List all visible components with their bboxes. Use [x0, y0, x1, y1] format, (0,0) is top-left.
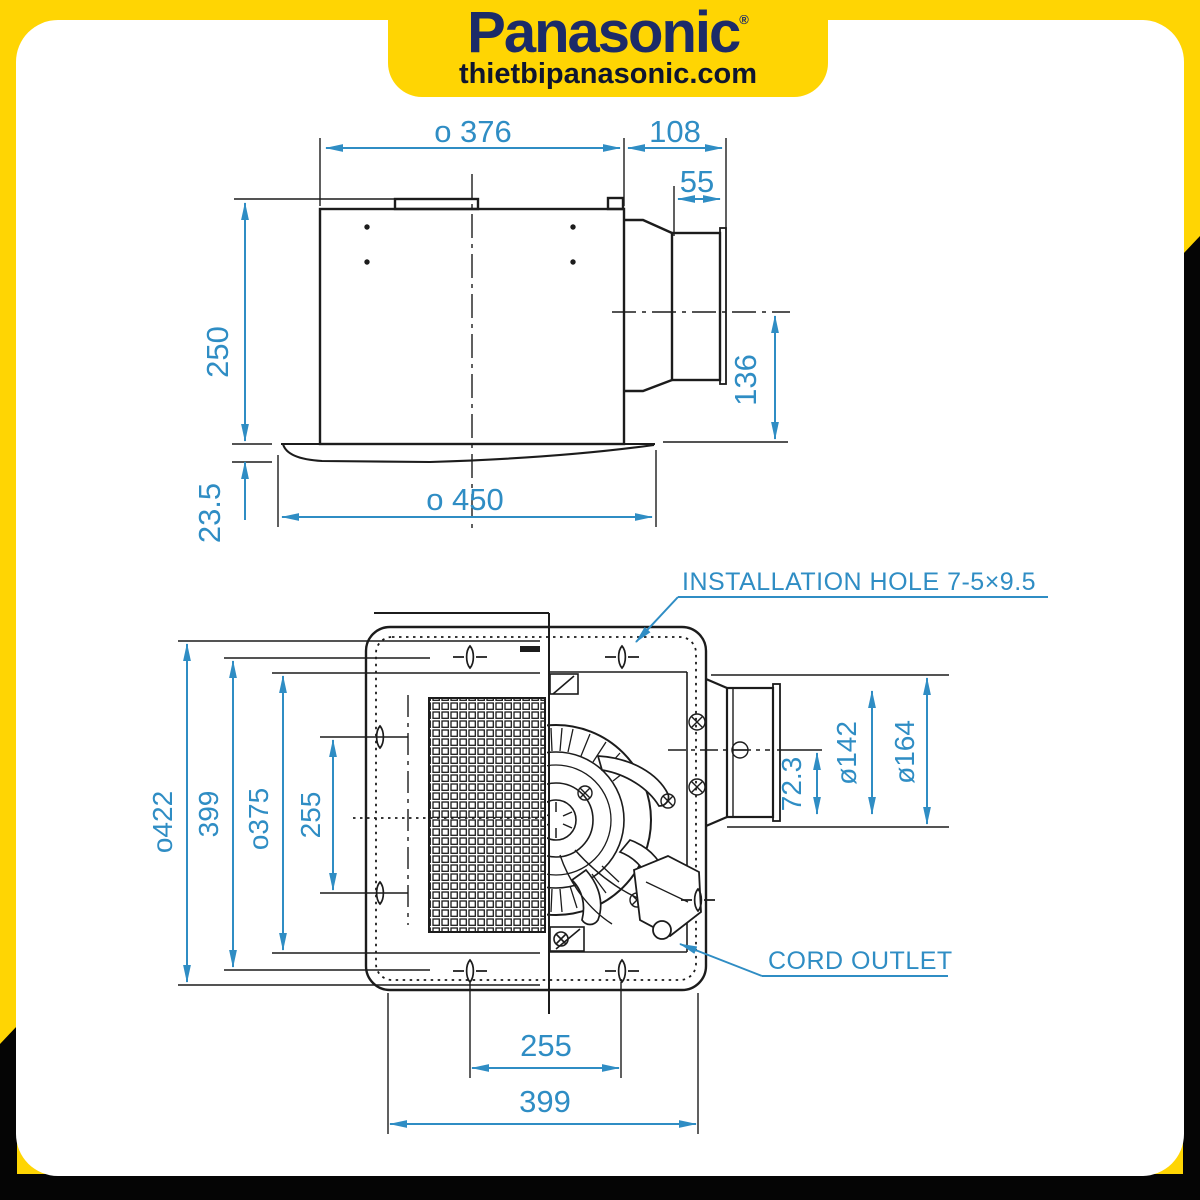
dim-body-height: 250 — [200, 326, 235, 378]
dim-inner-outline: o375 — [243, 788, 274, 850]
dim-duct-axis-offset: 72.3 — [776, 757, 807, 812]
dim-duct-axis-height: 136 — [728, 354, 763, 406]
duct-screw-icon — [731, 741, 749, 759]
black-frame-bottom — [0, 1174, 1200, 1200]
registered-mark: ® — [739, 12, 749, 27]
dim-panel-gap: 23.5 — [192, 483, 227, 543]
website-text: thietbipanasonic.com — [458, 58, 758, 90]
dim-body-width: o 376 — [434, 114, 512, 149]
dim-duct-inner-diameter: ø142 — [831, 721, 862, 785]
side-view-drawing: o 376 108 55 250 23.5 o 450 136 — [192, 114, 790, 543]
hub-spokes — [547, 802, 573, 838]
brand-tab: Panasonic® thietbipanasonic.com — [388, 0, 828, 97]
dim-body-height-bottom: 399 — [193, 791, 224, 838]
cord-outlet-note: CORD OUTLET — [768, 947, 953, 975]
installation-hole-note: INSTALLATION HOLE 7-5×9.5 — [682, 568, 1036, 596]
dim-panel-outline: o422 — [147, 791, 178, 853]
bottom-view-drawing: o422 399 o375 255 72.3 ø142 ø164 255 399… — [147, 568, 1048, 1134]
dim-hole-pitch-bottom: 255 — [520, 1028, 572, 1063]
panasonic-logo: Panasonic® — [467, 0, 749, 65]
installation-holes — [375, 644, 715, 984]
cord-outlet-part — [633, 855, 702, 940]
dim-duct-extension: 108 — [649, 114, 701, 149]
dim-duct-outer-diameter: ø164 — [889, 720, 920, 784]
dim-duct-length: 55 — [680, 164, 714, 199]
dim-panel-width: o 450 — [426, 482, 504, 517]
dim-body-width-bottom: 399 — [519, 1084, 571, 1119]
dim-hole-pitch-left: 255 — [295, 792, 326, 839]
